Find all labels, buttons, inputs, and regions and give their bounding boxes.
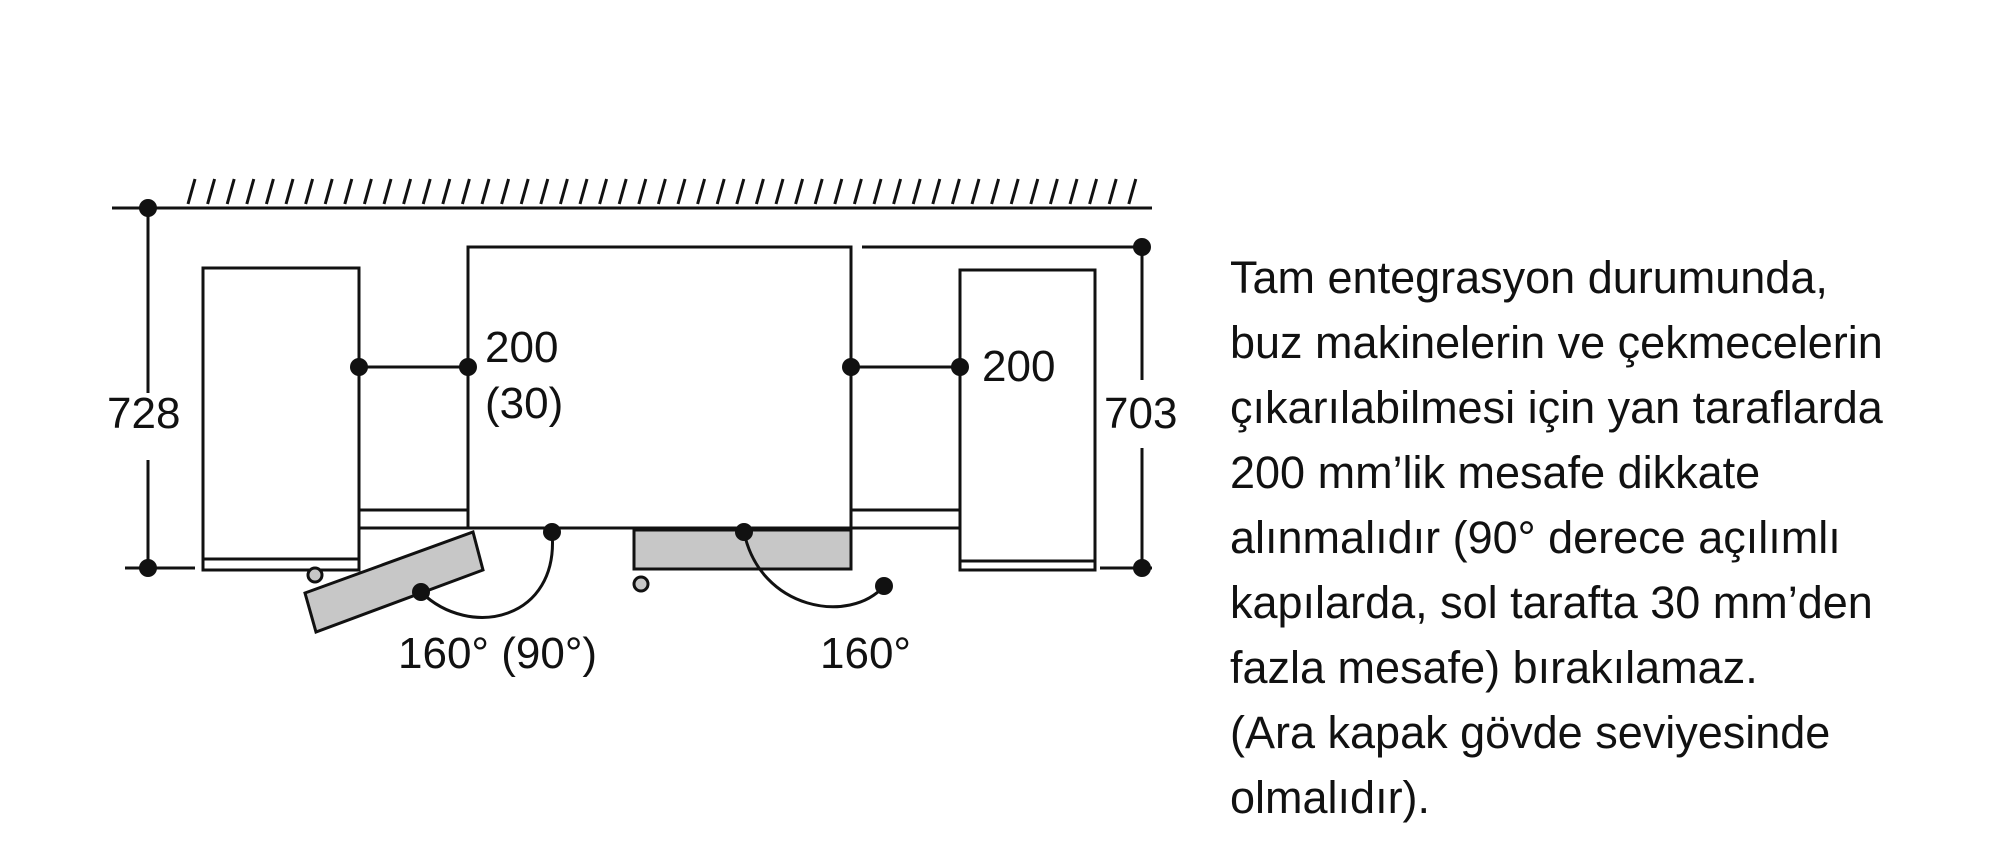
wall-hatch-stroke <box>656 178 667 205</box>
wall-hatch-stroke <box>872 178 883 205</box>
center-appliance <box>466 245 853 530</box>
note-line: fazla mesafe) bırakılamaz. <box>1230 642 1758 693</box>
right-depth-label: 703 <box>1104 389 1177 438</box>
wall-hatch-stroke <box>990 178 1001 205</box>
wall-hatch-stroke <box>519 178 530 205</box>
left-gap-label: 200 <box>485 323 558 372</box>
pivot-dot-right-arc-end <box>875 577 893 595</box>
note-line: Tam entegrasyon durumunda, <box>1230 252 1828 303</box>
wall-hatch-stroke <box>637 178 648 205</box>
note-line: alınmalıdır (90° derece açılımlı <box>1230 512 1841 563</box>
note-line: kapılarda, sol tarafta 30 mm’den <box>1230 577 1873 628</box>
pivot-dot-right-door <box>735 523 753 541</box>
dim-dot-left-gap-a <box>350 358 368 376</box>
note-line: olmalıdır). <box>1230 772 1431 823</box>
left-cabinet <box>201 266 361 572</box>
wall-hatch-stroke <box>950 178 961 205</box>
dim-dot-bottom-right <box>1133 559 1151 577</box>
left-depth-label: 728 <box>107 389 180 438</box>
wall-hatch-stroke <box>892 178 903 205</box>
wall-hatch-stroke <box>813 178 824 205</box>
wall-hatch-stroke <box>323 178 334 205</box>
wall-hatch-stroke <box>1088 178 1099 205</box>
wall-hatch-stroke <box>911 178 922 205</box>
wall-hatch-stroke <box>245 178 256 205</box>
dim-dot-right-gap-b <box>951 358 969 376</box>
wall-hatch-stroke <box>264 178 275 205</box>
left-door-angle-label: 160° (90°) <box>398 629 597 678</box>
left-door-open <box>303 530 485 634</box>
wall-hatch-stroke <box>735 178 746 205</box>
wall-hatch-stroke <box>402 178 413 205</box>
wall-hatch-stroke <box>578 178 589 205</box>
wall-hatching <box>186 178 1138 205</box>
wall-hatch-stroke <box>382 178 393 205</box>
wall-hatch-stroke <box>794 178 805 205</box>
wall-hatch-stroke <box>460 178 471 205</box>
dim-dot-wall-left <box>139 199 157 217</box>
dim-dot-bottom-left <box>139 559 157 577</box>
wall-hatch-stroke <box>539 178 550 205</box>
left-gap-alt-label: (30) <box>485 379 563 428</box>
wall-hatch-stroke <box>1068 178 1079 205</box>
wall-hatch-stroke <box>852 178 863 205</box>
note-line: (Ara kapak gövde seviyesinde <box>1230 707 1831 758</box>
wall-hatch-stroke <box>441 178 452 205</box>
note-line: buz makinelerin ve çekmecelerin <box>1230 317 1883 368</box>
wall-hatch-stroke <box>970 178 981 205</box>
wall-hatch-stroke <box>676 178 687 205</box>
installation-plan-diagram: 728 703 200 (30) 200 160° (90°) 160° <box>107 178 1177 678</box>
wall-hatch-stroke <box>1029 178 1040 205</box>
wall-hatch-stroke <box>304 178 315 205</box>
note-line: 200 mm’lik mesafe dikkate <box>1230 447 1761 498</box>
wall-hatch-stroke <box>1107 178 1118 205</box>
wall-hatch-stroke <box>225 178 236 205</box>
wall-hatch-stroke <box>421 178 432 205</box>
wall-hatch-stroke <box>558 178 569 205</box>
wall-hatch-stroke <box>715 178 726 205</box>
wall-hatch-stroke <box>833 178 844 205</box>
wall-hatch-stroke <box>754 178 765 205</box>
note-line: çıkarılabilmesi için yan taraflarda <box>1230 382 1883 433</box>
right-door-swing-arc <box>742 531 886 609</box>
wall-hatch-stroke <box>1127 178 1138 205</box>
pivot-dot-left-arc-end <box>543 523 561 541</box>
wall-hatch-stroke <box>617 178 628 205</box>
wall-hatch-stroke <box>774 178 785 205</box>
wall-hatch-stroke <box>1009 178 1020 205</box>
right-door-angle-label: 160° <box>820 629 911 678</box>
dim-dot-right-gap-a <box>842 358 860 376</box>
wall-hatch-stroke <box>598 178 609 205</box>
right-hinge-marker <box>632 575 650 593</box>
dim-dot-left-gap-b <box>459 358 477 376</box>
left-hinge-marker <box>306 566 324 584</box>
wall-hatch-stroke <box>500 178 511 205</box>
wall-hatch-stroke <box>206 178 217 205</box>
right-gap-label: 200 <box>982 342 1055 391</box>
wall-hatch-stroke <box>362 178 373 205</box>
dim-dot-top-right <box>1133 238 1151 256</box>
left-door-swing-arc <box>419 531 554 619</box>
installation-note: Tam entegrasyon durumunda, buz makineler… <box>1230 245 1990 830</box>
wall-hatch-stroke <box>696 178 707 205</box>
wall-hatch-stroke <box>480 178 491 205</box>
wall-hatch-stroke <box>284 178 295 205</box>
wall-hatch-stroke <box>343 178 354 205</box>
wall-hatch-stroke <box>1048 178 1059 205</box>
right-cabinet <box>958 268 1097 572</box>
pivot-dot-left-door <box>412 583 430 601</box>
wall-hatch-stroke <box>186 178 197 205</box>
wall-hatch-stroke <box>931 178 942 205</box>
